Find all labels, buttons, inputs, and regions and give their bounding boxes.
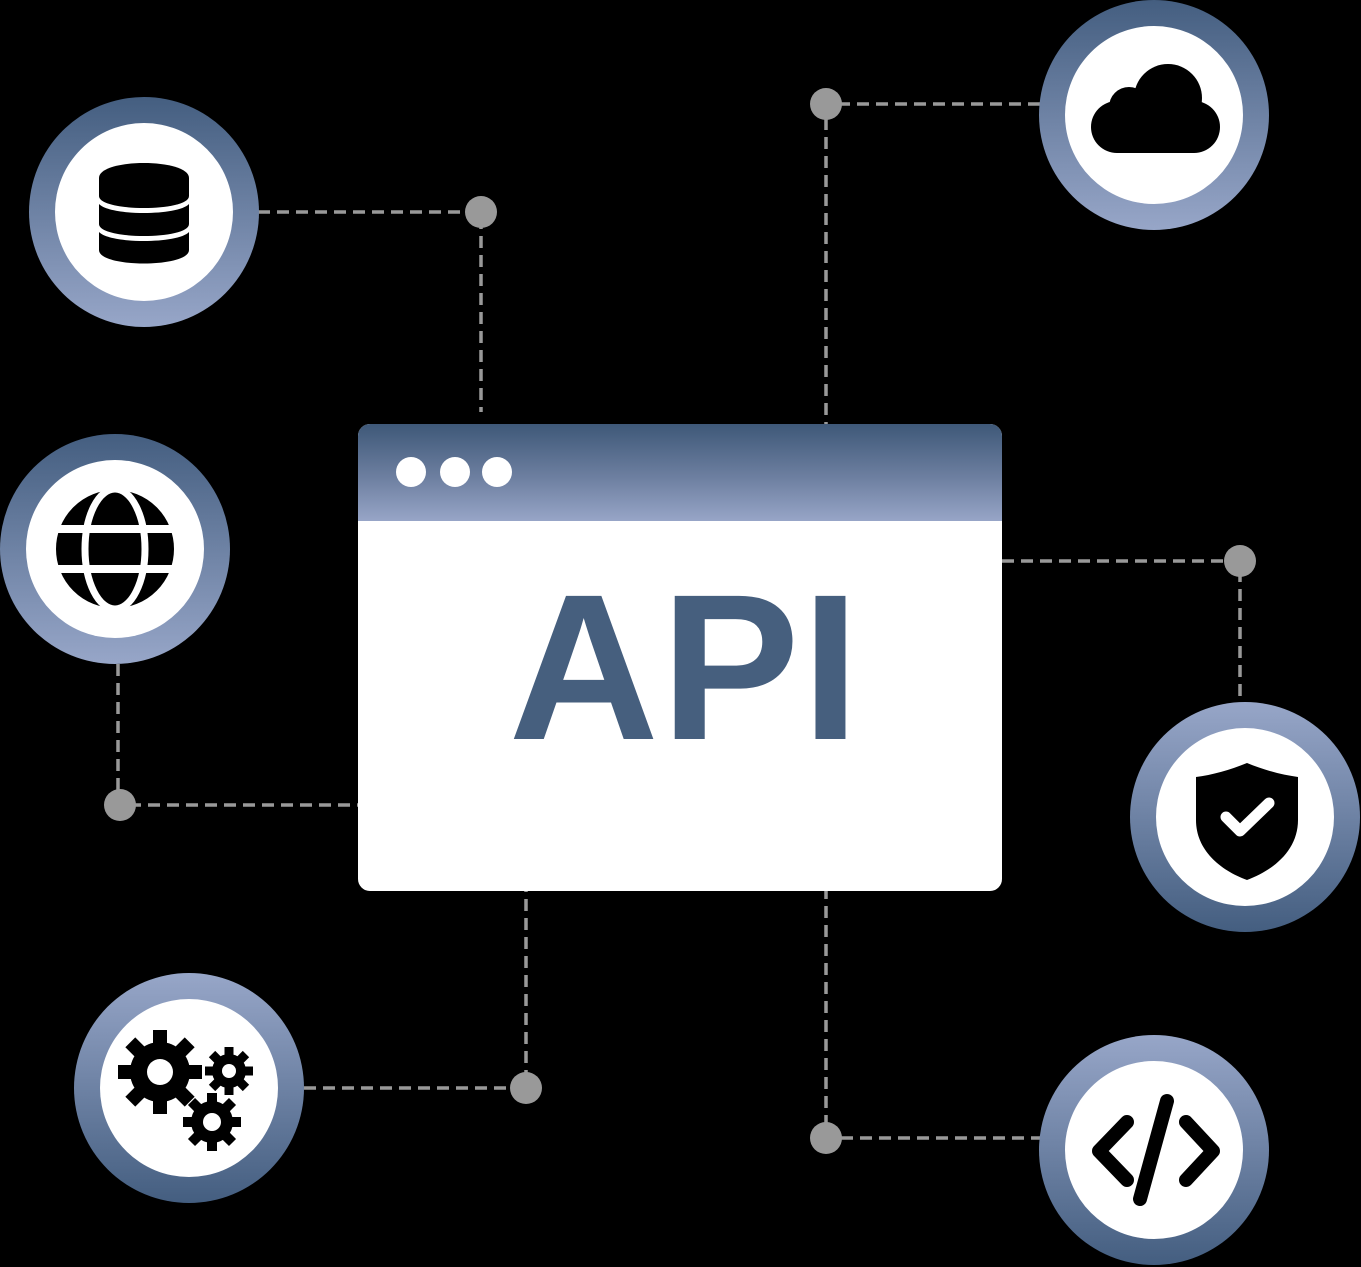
api-window: API xyxy=(358,424,1002,891)
connector-cloud xyxy=(824,102,1040,424)
node-settings xyxy=(74,973,304,1203)
api-title: API xyxy=(508,552,862,784)
shield-check-icon xyxy=(1196,763,1298,880)
node-security xyxy=(1130,702,1360,932)
node-globe xyxy=(0,434,230,664)
junction-dot xyxy=(465,196,497,228)
junction-dot xyxy=(810,88,842,120)
window-dot-3 xyxy=(482,457,512,487)
cloud-icon xyxy=(1091,64,1220,153)
globe-icon xyxy=(52,485,178,613)
junction-dot xyxy=(510,1072,542,1104)
node-code xyxy=(1039,1035,1269,1265)
connector-settings xyxy=(304,891,528,1090)
connector-globe xyxy=(116,664,358,807)
junction-dot xyxy=(1224,545,1256,577)
window-title-bar xyxy=(358,424,1002,521)
connector-code xyxy=(824,887,1040,1140)
window-dot-1 xyxy=(396,457,426,487)
junction-nodes xyxy=(104,88,1256,1154)
connector-security xyxy=(1002,559,1242,704)
code-icon xyxy=(1092,1094,1220,1206)
connector-database xyxy=(258,210,483,412)
junction-dot xyxy=(104,789,136,821)
node-cloud xyxy=(1039,0,1269,230)
junction-dot xyxy=(810,1122,842,1154)
database-icon xyxy=(99,163,189,264)
window-dot-2 xyxy=(440,457,470,487)
node-database xyxy=(29,97,259,327)
